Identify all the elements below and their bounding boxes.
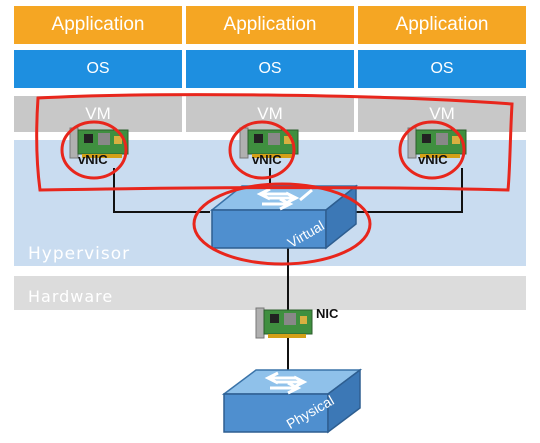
hypervisor-label: Hypervisor (28, 244, 131, 264)
virtual-switch-circle (192, 182, 372, 266)
hardware-layer (14, 276, 526, 310)
vm-box: VM (358, 96, 526, 132)
connection-lines (113, 168, 463, 372)
hardware-label: Hardware (28, 287, 114, 306)
physical-switch-icon (221, 368, 363, 434)
vm-box: VM (14, 96, 182, 132)
vnic-label: vNIC (252, 152, 282, 167)
os-box: OS (186, 50, 354, 88)
vm-box: VM (186, 96, 354, 132)
vm-highlight-rectangle (35, 93, 514, 192)
application-box: Application (186, 6, 354, 44)
annotation-marks (35, 93, 514, 266)
os-box: OS (358, 50, 526, 88)
application-box: Application (358, 6, 526, 44)
os-box: OS (14, 50, 182, 88)
vnic-circle (228, 120, 296, 180)
nic-label: NIC (316, 306, 339, 321)
nic-card-icon (255, 307, 313, 339)
virtual-switch-icon (209, 184, 359, 250)
vnic-label: vNIC (78, 152, 108, 167)
vnic-label: vNIC (418, 152, 448, 167)
vnic-circle (398, 120, 466, 180)
vnic-card-icon (407, 127, 467, 159)
application-box: Application (14, 6, 182, 44)
vnic-circle (60, 120, 128, 180)
